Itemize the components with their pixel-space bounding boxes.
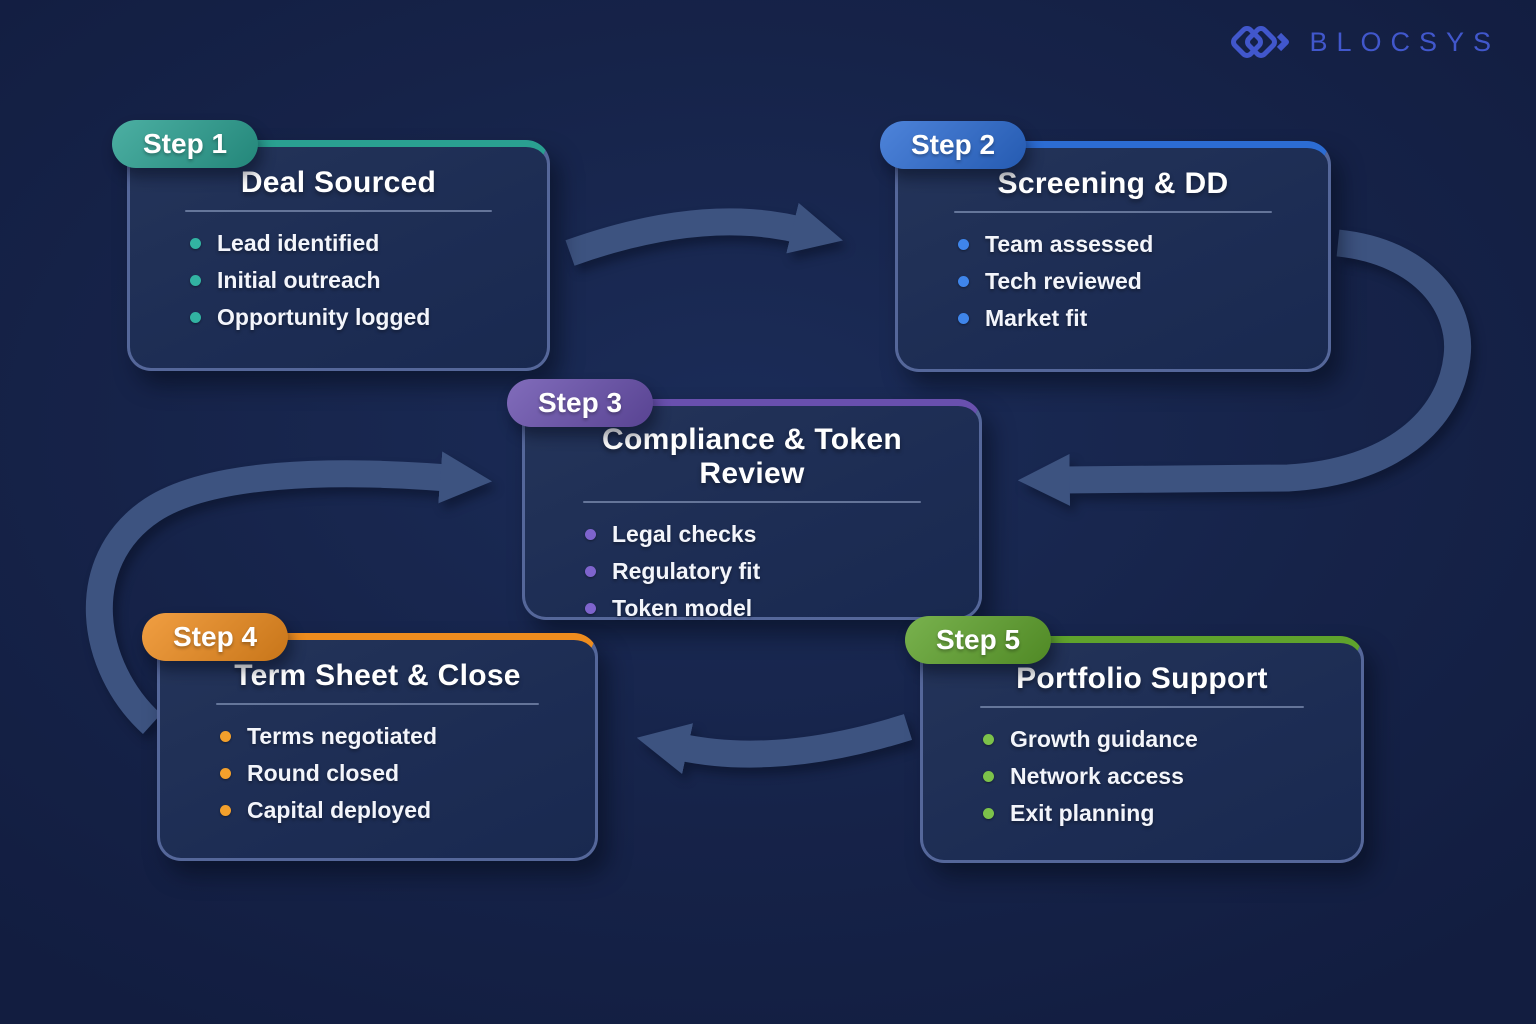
title-divider [216, 703, 539, 705]
step-1-title: Deal Sourced [240, 166, 437, 199]
bullet-item: Token model [585, 590, 951, 627]
bullet-text: Growth guidance [1010, 726, 1198, 752]
bullet-item: Opportunity logged [190, 299, 519, 336]
arrow-step1-to-step2 [565, 202, 843, 266]
bullet-text: Tech reviewed [985, 268, 1142, 294]
bullet-dot-icon [958, 313, 969, 324]
bullet-dot-icon [585, 566, 596, 577]
step-2-title: Screening & DD [997, 167, 1229, 200]
bullet-text: Round closed [247, 760, 400, 786]
bullet-item: Legal checks [585, 516, 951, 553]
bullet-item: Tech reviewed [958, 263, 1300, 300]
brand-name: BLOCSYS [1309, 26, 1500, 57]
step-5-bullet-list: Growth guidance Network access Exit plan… [951, 721, 1333, 832]
step-3-badge: Step 3 [507, 379, 654, 427]
bullet-item: Terms negotiated [220, 718, 567, 755]
step-5-title: Portfolio Support [1016, 662, 1268, 695]
bullet-text: Initial outreach [217, 267, 381, 293]
bullet-text: Lead identified [217, 230, 380, 256]
step-3-card: Step 3 Compliance & Token Review Legal c… [507, 379, 982, 621]
step-4-card: Step 4 Term Sheet & Close Terms negotiat… [142, 613, 598, 861]
step-2-bullet-list: Team assessed Tech reviewed Market fit [926, 226, 1300, 337]
bullet-dot-icon [585, 603, 596, 614]
step-5-card: Step 5 Portfolio Support Growth guidance… [905, 616, 1364, 863]
brand-logo: BLOCSYS [1227, 18, 1500, 66]
bullet-dot-icon [190, 312, 201, 323]
step-1-bullet-list: Lead identified Initial outreach Opportu… [158, 225, 519, 336]
bullet-dot-icon [190, 238, 201, 249]
step-2-card: Step 2 Screening & DD Team assessed Tech… [880, 121, 1331, 372]
bullet-dot-icon [220, 768, 231, 779]
bullet-item: Capital deployed [220, 792, 567, 829]
arrow-step5-to-step4 [636, 714, 913, 775]
bullet-item: Growth guidance [983, 721, 1333, 758]
title-divider [185, 210, 492, 212]
bullet-text: Network access [1010, 763, 1184, 789]
step-1-card: Step 1 Deal Sourced Lead identified Init… [112, 120, 550, 371]
title-divider [582, 501, 922, 503]
bullet-item: Exit planning [983, 795, 1333, 832]
bullet-text: Exit planning [1010, 800, 1155, 826]
step-4-badge: Step 4 [142, 613, 289, 661]
bullet-dot-icon [220, 731, 231, 742]
bullet-dot-icon [983, 734, 994, 745]
step-3-title: Compliance & Token Review [602, 423, 902, 490]
step-4-title: Term Sheet & Close [234, 659, 521, 692]
bullet-text: Team assessed [985, 231, 1154, 257]
bullet-item: Lead identified [190, 225, 519, 262]
bullet-item: Round closed [220, 755, 567, 792]
step-1-badge: Step 1 [112, 120, 259, 168]
step-4-bullet-list: Terms negotiated Round closed Capital de… [188, 718, 567, 829]
bullet-dot-icon [958, 276, 969, 287]
bullet-dot-icon [220, 805, 231, 816]
title-divider [979, 706, 1305, 708]
bullet-dot-icon [190, 275, 201, 286]
bullet-dot-icon [958, 239, 969, 250]
bullet-item: Regulatory fit [585, 553, 951, 590]
title-divider [954, 211, 1272, 213]
bullet-text: Legal checks [612, 521, 757, 547]
bullet-text: Token model [612, 595, 753, 621]
bullet-item: Market fit [958, 300, 1300, 337]
bullet-text: Opportunity logged [217, 304, 431, 330]
step-5-badge: Step 5 [905, 616, 1052, 664]
interlocking-diamonds-icon [1231, 26, 1290, 58]
bullet-item: Initial outreach [190, 262, 519, 299]
bullet-text: Capital deployed [247, 797, 432, 823]
bullet-dot-icon [585, 529, 596, 540]
bullet-item: Team assessed [958, 226, 1300, 263]
bullet-text: Market fit [985, 305, 1088, 331]
step-2-badge: Step 2 [880, 121, 1027, 169]
bullet-item: Network access [983, 758, 1333, 795]
bullet-text: Regulatory fit [612, 558, 761, 584]
step-3-bullet-list: Legal checks Regulatory fit Token model [553, 516, 951, 627]
bullet-text: Terms negotiated [247, 723, 437, 749]
bullet-dot-icon [983, 808, 994, 819]
bullet-dot-icon [983, 771, 994, 782]
